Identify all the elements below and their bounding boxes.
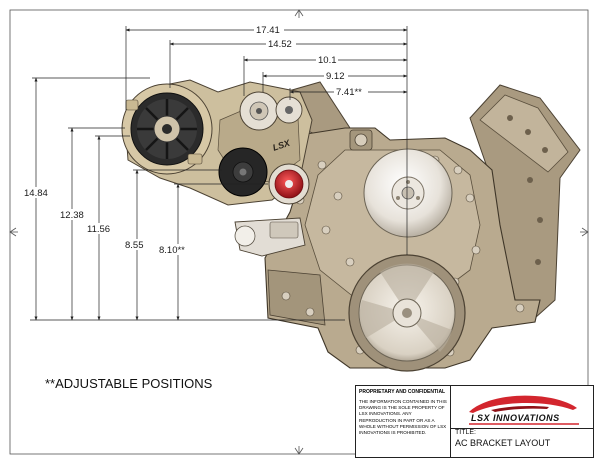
dim-label-h1: 17.41 <box>256 25 280 36</box>
dim-label-h2: 14.52 <box>268 39 292 50</box>
brand-name: LSX INNOVATIONS <box>471 413 560 423</box>
car-logo-icon <box>469 395 579 425</box>
title-area: LSX INNOVATIONS TITLE: AC BRACKET LAYOUT <box>451 386 593 457</box>
sheet-border <box>9 9 589 455</box>
ac-compressor <box>121 83 213 175</box>
confidentiality-body: THE INFORMATION CONTAINED IN THIS DRAWIN… <box>359 399 447 436</box>
dim-label-h5: 7.41** <box>336 87 362 98</box>
confidentiality-heading: PROPRIETARY AND CONFIDENTIAL <box>359 389 446 395</box>
dim-label-v5: 8.10** <box>159 245 185 256</box>
dimension-labels: 17.41 14.52 10.1 9.12 7.41** 14.84 12.38… <box>23 24 368 256</box>
dim-label-v2: 12.38 <box>60 210 84 221</box>
title-block: PROPRIETARY AND CONFIDENTIAL THE INFORMA… <box>355 385 594 458</box>
dim-label-v3: 11.56 <box>87 224 110 235</box>
dim-label-v1: 14.84 <box>24 188 48 199</box>
brand-logo: LSX INNOVATIONS <box>451 386 593 429</box>
dim-label-v4: 8.55 <box>125 240 144 251</box>
dim-label-h4: 9.12 <box>326 71 345 82</box>
adjustable-positions-note: **ADJUSTABLE POSITIONS <box>45 376 213 391</box>
dim-label-h3: 10.1 <box>318 55 337 66</box>
title-value: AC BRACKET LAYOUT <box>455 438 551 448</box>
title-label: TITLE: <box>455 429 477 436</box>
engine-illustration: LSX <box>121 79 581 372</box>
confidentiality-notice: PROPRIETARY AND CONFIDENTIAL THE INFORMA… <box>356 386 451 457</box>
